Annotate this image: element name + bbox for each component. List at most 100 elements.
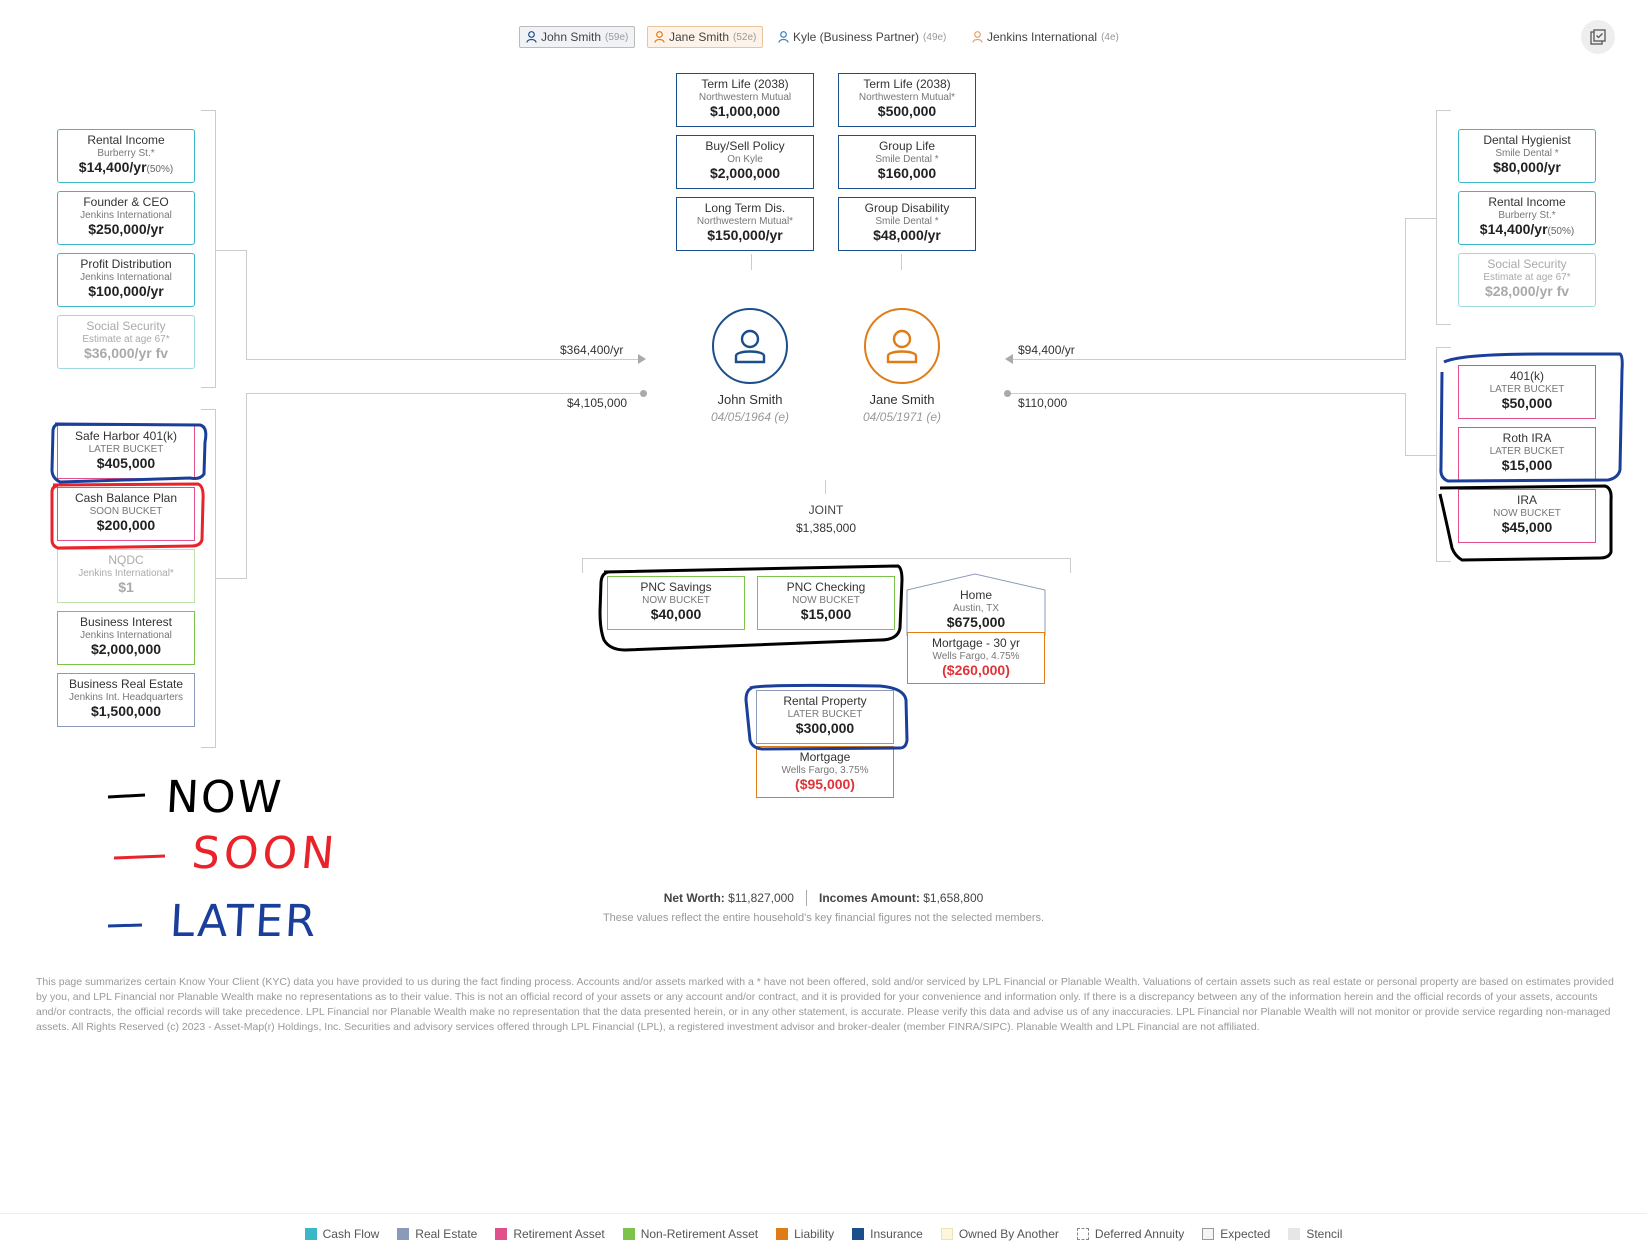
card-title: Cash Balance Plan	[74, 492, 178, 505]
card-subtitle: Austin, TX	[953, 602, 999, 614]
card-title: Mortgage - 30 yr	[931, 637, 1021, 650]
legend-dash-soon	[113, 854, 166, 860]
legend-swatch	[1076, 1228, 1089, 1240]
income-card-profit[interactable]: Profit Distribution Jenkins Internationa…	[57, 253, 195, 307]
card-value: $15,000	[800, 606, 852, 623]
liability-card-mortgage-rental[interactable]: Mortgage Wells Fargo, 3.75% ($95,000)	[756, 746, 894, 798]
card-title: Business Interest	[79, 616, 173, 629]
card-subtitle: Northwestern Mutual	[698, 91, 792, 103]
card-subtitle: Jenkins International	[80, 209, 172, 221]
card-title: NQDC	[108, 554, 144, 567]
card-value: $2,000,000	[90, 641, 162, 658]
jane-name: Jane Smith	[869, 392, 935, 407]
card-value: $15,000	[1501, 457, 1553, 474]
card-title: IRA	[1516, 494, 1537, 507]
john-avatar[interactable]	[712, 308, 788, 384]
card-title: Profit Distribution	[80, 258, 172, 271]
card-title: Rental Income	[87, 134, 165, 147]
income-card-founder[interactable]: Founder & CEO Jenkins International $250…	[57, 191, 195, 245]
asset-card-business-real-estate[interactable]: Business Real Estate Jenkins Int. Headqu…	[57, 673, 195, 727]
card-value: $250,000/yr	[88, 221, 164, 238]
member-chip-jenkins[interactable]: Jenkins International (4e)	[966, 27, 1125, 47]
income-card-rental-john[interactable]: Rental Income Burberry St.* $14,400/yr(5…	[57, 129, 195, 183]
john-income-total: $364,400/yr	[560, 343, 624, 357]
legend-dash-now	[107, 793, 146, 799]
card-value: $36,000/yr fv	[83, 345, 169, 362]
card-title: Group Life	[878, 140, 936, 153]
card-title: Buy/Sell Policy	[705, 140, 785, 153]
member-chip-kyle[interactable]: Kyle (Business Partner) (49e)	[772, 27, 952, 47]
card-title: Dental Hygienist	[1483, 134, 1571, 147]
legend-swatch	[622, 1228, 635, 1240]
legend-swatch	[852, 1228, 865, 1240]
income-card-social-security-john[interactable]: Social Security Estimate at age 67* $36,…	[57, 315, 195, 369]
joint-label: JOINT	[808, 503, 844, 517]
member-chip-john[interactable]: John Smith (59e)	[519, 26, 636, 48]
asset-card-home[interactable]: Home Austin, TX $675,000	[907, 585, 1045, 633]
card-value: $100,000/yr	[88, 283, 164, 300]
card-subtitle: Smile Dental *	[1495, 147, 1559, 159]
liability-card-mortgage-home[interactable]: Mortgage - 30 yr Wells Fargo, 4.75% ($26…	[907, 632, 1045, 684]
card-subtitle: Burberry St.*	[97, 147, 155, 159]
asset-card-pnc-checking[interactable]: PNC Checking NOW BUCKET $15,000	[757, 576, 895, 630]
card-subtitle: Jenkins International	[80, 271, 172, 283]
legend-swatch	[776, 1228, 789, 1240]
card-value: $40,000	[650, 606, 702, 623]
legend-item: Liability	[776, 1227, 834, 1241]
legend-swatch	[495, 1228, 508, 1240]
john-assets-total: $4,105,000	[567, 396, 628, 410]
insurance-card-ltd[interactable]: Long Term Dis. Northwestern Mutual* $150…	[676, 197, 814, 251]
card-value: $200,000	[96, 517, 156, 534]
annotation-now: NOW	[164, 772, 285, 823]
asset-card-business-interest[interactable]: Business Interest Jenkins International …	[57, 611, 195, 665]
card-subtitle: Jenkins International*	[78, 567, 174, 579]
legend: Cash Flow Real Estate Retirement Asset N…	[0, 1227, 1647, 1241]
card-title: Founder & CEO	[83, 196, 169, 209]
card-value: $80,000/yr	[1493, 159, 1561, 176]
insurance-card-group-life[interactable]: Group Life Smile Dental * $160,000	[838, 135, 976, 189]
person-icon	[734, 329, 766, 364]
toggle-view-button[interactable]	[1581, 20, 1615, 54]
card-value: $150,000/yr	[707, 227, 783, 244]
asset-card-roth-ira[interactable]: Roth IRA LATER BUCKET $15,000	[1458, 427, 1596, 481]
card-title: PNC Checking	[786, 581, 866, 594]
asset-card-401k[interactable]: 401(k) LATER BUCKET $50,000	[1458, 365, 1596, 419]
jane-avatar[interactable]	[864, 308, 940, 384]
card-value: ($260,000)	[942, 662, 1010, 679]
person-icon	[778, 31, 789, 43]
card-subtitle: NOW BUCKET	[792, 594, 860, 606]
card-value: $405,000	[96, 455, 156, 472]
asset-card-safe-harbor-401k[interactable]: Safe Harbor 401(k) LATER BUCKET $405,000	[57, 425, 195, 479]
card-title: Social Security	[1487, 258, 1567, 271]
card-subtitle: Northwestern Mutual*	[696, 215, 794, 227]
legend-swatch	[397, 1228, 410, 1240]
card-subtitle: NOW BUCKET	[1493, 507, 1561, 519]
asset-card-pnc-savings[interactable]: PNC Savings NOW BUCKET $40,000	[607, 576, 745, 630]
card-subtitle: Wells Fargo, 4.75%	[932, 650, 1020, 662]
home-house-outline	[906, 573, 1046, 636]
insurance-card-buy-sell[interactable]: Buy/Sell Policy On Kyle $2,000,000	[676, 135, 814, 189]
jane-assets-total: $110,000	[1018, 396, 1068, 410]
jane-income-total: $94,400/yr	[1018, 343, 1075, 357]
insurance-card-john-term-life[interactable]: Term Life (2038) Northwestern Mutual $1,…	[676, 73, 814, 127]
asset-card-ira[interactable]: IRA NOW BUCKET $45,000	[1458, 489, 1596, 543]
card-title: Roth IRA	[1502, 432, 1552, 445]
legend-item: Deferred Annuity	[1076, 1227, 1184, 1241]
incomes-amount: Incomes Amount: $1,658,800	[818, 891, 984, 905]
income-card-dental-hygienist[interactable]: Dental Hygienist Smile Dental * $80,000/…	[1458, 129, 1596, 183]
insurance-card-group-disability[interactable]: Group Disability Smile Dental * $48,000/…	[838, 197, 976, 251]
card-value: $300,000	[795, 720, 855, 737]
insurance-card-jane-term-life[interactable]: Term Life (2038) Northwestern Mutual* $5…	[838, 73, 976, 127]
card-subtitle: Northwestern Mutual*	[858, 91, 956, 103]
asset-card-rental-property[interactable]: Rental Property LATER BUCKET $300,000	[756, 690, 894, 744]
asset-card-cash-balance-plan[interactable]: Cash Balance Plan SOON BUCKET $200,000	[57, 487, 195, 541]
card-title: Rental Income	[1488, 196, 1566, 209]
income-card-rental-jane[interactable]: Rental Income Burberry St.* $14,400/yr(5…	[1458, 191, 1596, 245]
card-value: $45,000	[1501, 519, 1553, 536]
income-card-social-security-jane[interactable]: Social Security Estimate at age 67* $28,…	[1458, 253, 1596, 307]
member-chip-jane[interactable]: Jane Smith (52e)	[647, 26, 764, 48]
card-value: $14,400/yr(50%)	[78, 159, 174, 176]
card-subtitle: Wells Fargo, 3.75%	[781, 764, 869, 776]
asset-card-nqdc[interactable]: NQDC Jenkins International* $1	[57, 549, 195, 603]
footer-divider	[0, 1213, 1647, 1214]
